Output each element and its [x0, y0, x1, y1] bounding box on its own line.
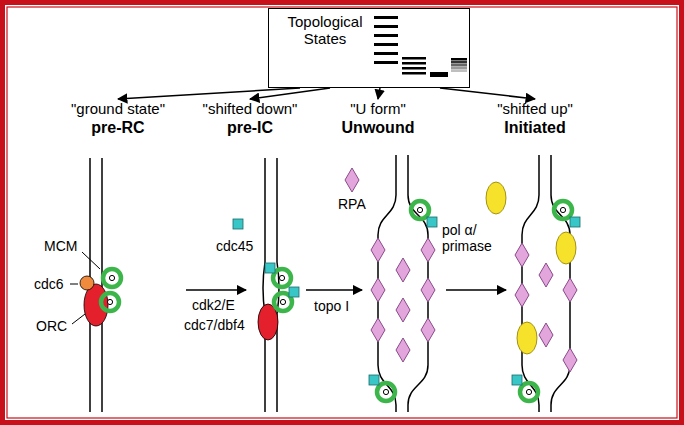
state-arrow — [440, 88, 535, 99]
complex-name: pre-RC — [71, 118, 165, 137]
stage-label: "U form"Unwound — [338, 99, 419, 138]
cdc45-label: cdc45 — [216, 238, 253, 254]
state-arrow — [378, 88, 380, 99]
stage-label: "shifted down"pre-IC — [199, 99, 302, 138]
rpa-symbol — [345, 168, 359, 192]
frame — [3, 3, 682, 423]
initiated-illustration — [512, 155, 580, 412]
state-name: "U form" — [342, 100, 415, 118]
state-name: "ground state" — [71, 100, 165, 118]
pre-ic-illustration — [258, 158, 299, 412]
frame-inner — [7, 7, 677, 418]
cdc45-symbol — [233, 219, 243, 229]
complex-name: Unwound — [342, 118, 415, 137]
state-name: "shifted down" — [203, 100, 298, 118]
unwound-illustration — [369, 155, 437, 412]
cdc6-label: cdc6 — [34, 276, 64, 292]
reaction-arrow — [186, 289, 246, 291]
complex-name: Initiated — [497, 118, 573, 137]
rpa-label: RPA — [338, 196, 366, 212]
gel-bands — [374, 16, 467, 77]
pre-rc-illustration — [70, 158, 121, 412]
complex-name: pre-IC — [203, 118, 298, 137]
pol-primase-symbol — [486, 182, 506, 214]
kinase-label: cdc7/dbf4 — [184, 317, 245, 333]
reaction-arrow — [446, 289, 506, 291]
gel-box: Topological States — [268, 8, 470, 88]
polymerase-label: pol α/ primase — [442, 222, 504, 254]
stage-label: "ground state"pre-RC — [67, 99, 169, 138]
state-arrow — [250, 88, 330, 99]
reaction-arrow — [306, 289, 362, 291]
gel-title: Topological States — [279, 13, 371, 47]
mcm-label: MCM — [44, 238, 77, 254]
topo-label: topo I — [314, 298, 349, 314]
stage-label: "shifted up"Initiated — [493, 99, 577, 138]
orc-label: ORC — [36, 318, 67, 334]
state-name: "shifted up" — [497, 100, 573, 118]
state-arrow — [118, 88, 300, 99]
kinase-label: cdk2/E — [192, 297, 235, 313]
